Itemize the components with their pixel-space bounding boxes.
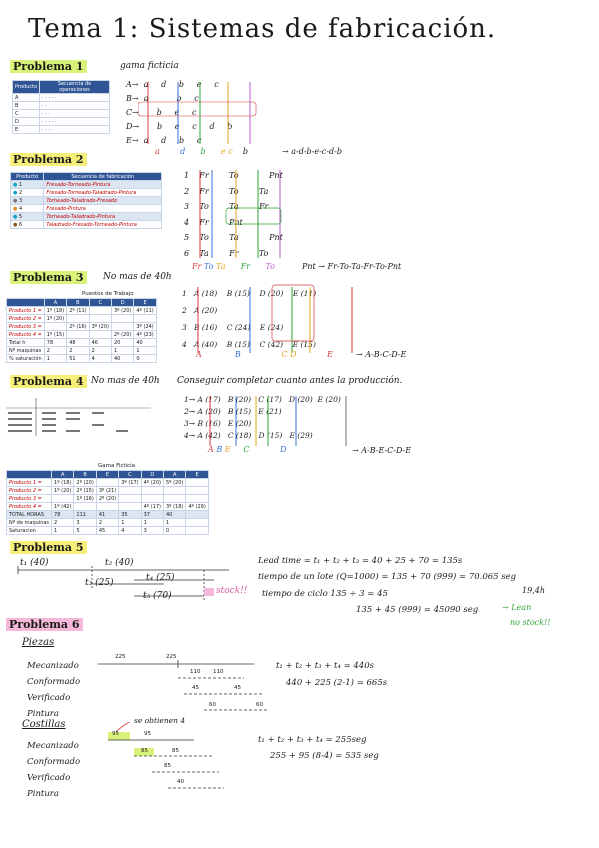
p6-piezas: Piezas	[22, 637, 55, 648]
problem-1-bottom: a d b e c b	[155, 147, 248, 156]
p5-lean: → Lean	[502, 603, 532, 612]
p5-lote: tiempo de un lote (Q=1000) = 135 + 70 (9…	[258, 572, 517, 582]
p6-costillas-gantt	[108, 722, 224, 789]
p6-pz-t7: 60	[209, 702, 216, 708]
p6-piezas-gantt	[98, 660, 269, 711]
problem-3-flow-lines	[197, 284, 353, 353]
p6-pz-eq2: 440 + 225 (2-1) = 665s	[286, 678, 388, 688]
p6-costillas: Costillas	[22, 719, 66, 730]
problem-1-result: → a-d-b-e-c-d-b	[282, 147, 342, 156]
problem-4-table-title: Gama Ficticia	[98, 463, 136, 469]
p6-cs-t5: 85	[164, 763, 171, 769]
problem-6-title: Problema 6	[6, 618, 83, 631]
p6-cs-note: se obtienen 4	[134, 716, 186, 725]
p6-pz-t5: 45	[192, 685, 199, 691]
problem-3-table-title: Puestos de Trabajo	[82, 291, 134, 297]
p6-pz-t8: 60	[256, 702, 263, 708]
p5-t5: t₅ (70)	[143, 591, 172, 601]
problem-1-grid: A→ a d b e c B→ a b c C→ b e c D→ b e c …	[126, 80, 233, 145]
p5-lean-2: no stock!!	[510, 618, 551, 627]
p6-cs-eq2: 255 + 95 (8-4) = 535 seg	[270, 751, 379, 761]
problem-2-result: Pnt → Fr-To-Ta-Fr-To-Pnt	[302, 262, 402, 271]
p5-t4: t₄ (25)	[146, 573, 175, 583]
problem-4-result: → A-B-E-C-D-E	[352, 446, 412, 455]
problem-3-title: Problema 3	[10, 271, 87, 284]
problem-3-subtitle: No mas de 40h	[103, 272, 172, 282]
problem-2-bottom: Fr To Ta Fr To	[192, 262, 275, 271]
p5-stock: stock!!	[216, 586, 248, 596]
problem-2-flow-lines	[199, 170, 282, 258]
p6-pz-eq1: t₁ + t₂ + t₃ + t₄ = 440s	[276, 661, 374, 671]
p5-ciclo-2: 135 + 45 (999) = 45090 seg	[356, 605, 479, 615]
p6-cs-t3: 85	[141, 748, 148, 754]
p6-cs-t2: 95	[144, 731, 151, 737]
page-title: Tema 1: Sistemas de fabricación.	[28, 14, 497, 44]
p6-cs-t4: 85	[172, 748, 179, 754]
p6-cs-eq1: t₁ + t₂ + t₃ + t₄ = 255seg	[258, 735, 367, 745]
p6-cs-t6: 40	[177, 779, 184, 785]
problem-2-title: Problema 2	[10, 153, 87, 166]
problem-4-bottom: A B E C D	[208, 445, 287, 454]
problem-5-title: Problema 5	[10, 541, 87, 554]
p6-pz-t6: 45	[234, 685, 241, 691]
problem-4-blurred-table	[6, 398, 151, 436]
problem-1-subtitle: gama ficticia	[120, 61, 179, 71]
p6-piezas-ops: Mecanizado Conformado Verificado Pintura	[27, 661, 81, 719]
problem-4-goal: Conseguir completar cuanto antes la prod…	[177, 376, 403, 386]
p6-pz-t4: 110	[213, 669, 224, 675]
p5-lote-hours: 19,4h	[522, 586, 545, 595]
p6-pz-t1: 225	[115, 654, 126, 660]
problem-4-flow-lines	[209, 396, 347, 446]
p5-t3: t₃ (25)	[85, 578, 114, 588]
problem-1-title: Problema 1	[10, 60, 87, 73]
problem-4-subtitle: No mas de 40h	[91, 376, 160, 386]
problem-3-result: → A-B-C-D-E	[356, 350, 407, 359]
p5-t1: t₁ (40)	[20, 558, 49, 568]
p5-ciclo: tiempo de ciclo 135 ÷ 3 = 45	[262, 589, 388, 599]
p5-t2: t₂ (40)	[105, 558, 134, 568]
p6-cs-t1: 95	[112, 731, 119, 737]
p6-pz-t2: 225	[166, 654, 177, 660]
p6-pz-t3: 110	[190, 669, 201, 675]
problem-3-bottom: A B C D E	[196, 350, 333, 359]
problem-4-title: Problema 4	[10, 375, 87, 388]
problem-3-lines: 1 A (18) B (15) D (20) E (11) 2 A (20) 3…	[182, 289, 317, 349]
p5-lead-time: Lead time = t₁ + t₂ + t₃ = 40 + 25 + 70 …	[258, 556, 463, 566]
problem-4-lines: 1→ A (17) B (20) C (17) D (20) E (20) 2→…	[184, 395, 341, 440]
problem-1-flow-lines	[138, 82, 257, 144]
p6-costillas-ops: Mecanizado Conformado Verificado Pintura	[27, 741, 81, 799]
problem-5-gantt	[17, 566, 229, 600]
